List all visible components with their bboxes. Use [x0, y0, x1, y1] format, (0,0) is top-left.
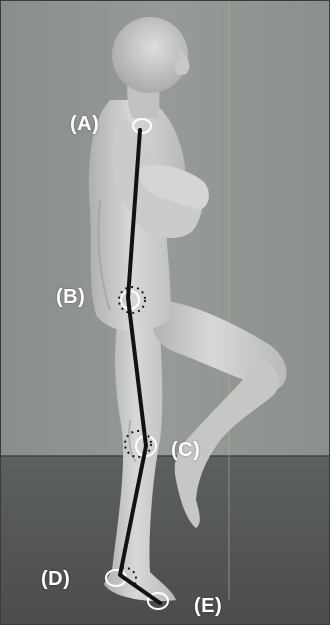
label-c: (C) — [171, 440, 200, 460]
label-a: (A) — [70, 114, 99, 134]
label-d: (D) — [41, 569, 70, 589]
label-e: (E) — [194, 596, 222, 616]
label-b: (B) — [56, 287, 85, 307]
